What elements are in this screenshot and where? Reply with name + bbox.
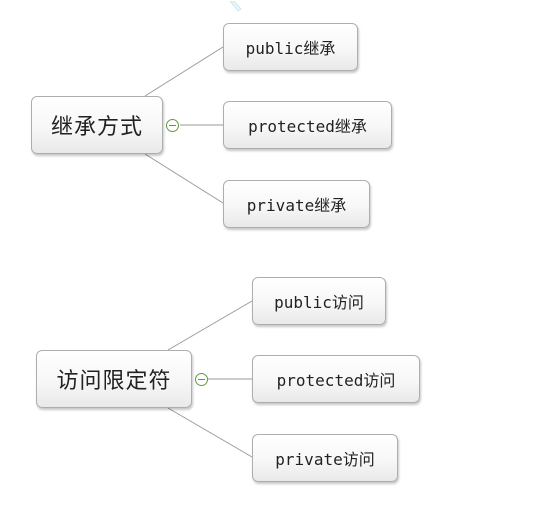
edge-private-access bbox=[167, 407, 253, 458]
edge-public-access bbox=[167, 300, 253, 351]
collapse-toggle-icon[interactable] bbox=[166, 119, 179, 132]
child-node-private-access[interactable]: private访问 bbox=[252, 434, 398, 482]
child-node-protected-inherit[interactable]: protected继承 bbox=[223, 101, 392, 149]
cursor-icon bbox=[228, 0, 246, 14]
child-node-public-access[interactable]: public访问 bbox=[252, 277, 386, 325]
edge-public-inherit bbox=[144, 46, 224, 97]
root-node-inheritance[interactable]: 继承方式 bbox=[31, 96, 163, 154]
edge-private-inherit bbox=[144, 153, 224, 204]
child-node-private-inherit[interactable]: private继承 bbox=[223, 180, 370, 228]
child-node-protected-access[interactable]: protected访问 bbox=[252, 355, 420, 403]
child-node-public-inherit[interactable]: public继承 bbox=[223, 23, 358, 71]
collapse-toggle-icon[interactable] bbox=[195, 373, 208, 386]
root-node-access-specifier[interactable]: 访问限定符 bbox=[36, 350, 192, 408]
